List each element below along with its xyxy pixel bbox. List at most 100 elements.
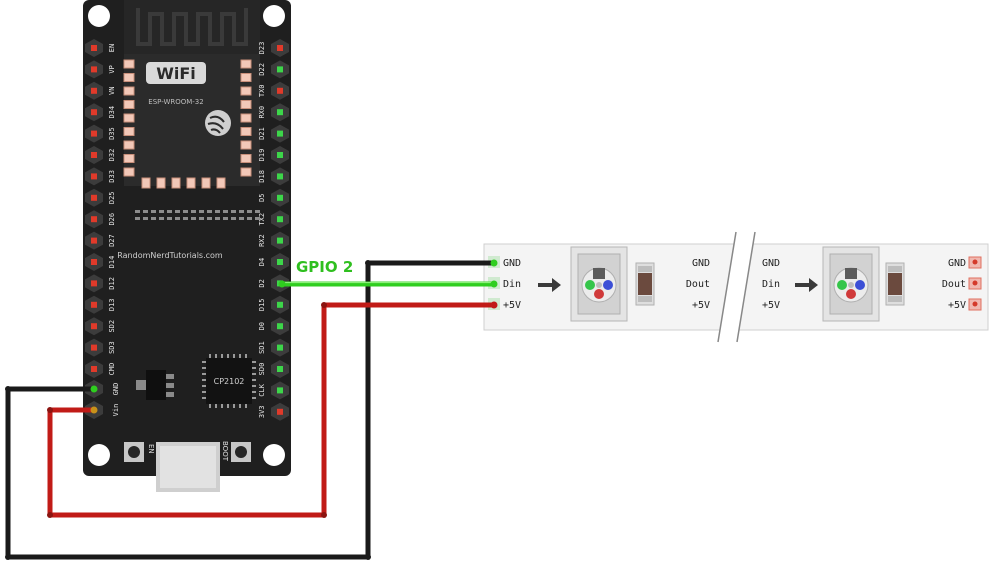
led-chip <box>570 246 628 322</box>
wifi-logo <box>146 62 206 84</box>
right-header-pin[interactable] <box>271 360 289 378</box>
seg1-in-5v-label: +5V <box>503 300 521 311</box>
right-pin-label: TX0 <box>258 84 266 97</box>
right-pin-label: D5 <box>258 194 266 202</box>
right-pin-labels: D23D22TX0RX0D21D19D18D5TX2RX2D4D2D15D0SD… <box>258 42 266 418</box>
left-header-pin[interactable] <box>85 81 103 100</box>
boot-button-label: BOOT <box>221 441 229 462</box>
module-label: ESP-WROOM-32 <box>148 98 203 106</box>
right-header-pin[interactable] <box>271 103 289 122</box>
right-pin-label: SD1 <box>258 341 266 354</box>
right-header-pin[interactable] <box>271 381 289 400</box>
left-pin-labels: ENVPVND34D35D32D33D25D26D27D14D12D13SD2S… <box>108 44 116 376</box>
smd-component <box>885 262 905 306</box>
left-header-pin[interactable] <box>85 295 103 314</box>
seg2-out-dout-label: Dout <box>942 279 966 290</box>
en-button-label: EN <box>147 444 155 454</box>
right-header-pin[interactable] <box>271 124 289 143</box>
left-pin-label: D25 <box>108 191 116 204</box>
left-pin-label: VP <box>108 65 116 73</box>
right-pin-label: SD0 <box>258 363 266 376</box>
left-pin-label: D13 <box>108 298 116 311</box>
power-pin-label: GND <box>112 383 120 396</box>
left-pin-label: D34 <box>108 106 116 119</box>
left-pin-label: D12 <box>108 277 116 290</box>
seg1-out-gnd-label: GND <box>692 258 710 269</box>
seg1-out-dout-label: Dout <box>686 279 710 290</box>
right-header-pin[interactable] <box>271 338 289 357</box>
left-pin-label: D26 <box>108 213 116 226</box>
right-header-pin[interactable] <box>271 317 289 336</box>
seg1-in-din-label: Din <box>503 279 521 290</box>
left-pin-label: EN <box>108 44 116 52</box>
mounting-hole <box>263 5 285 27</box>
chip-label: CP2102 <box>214 377 245 386</box>
right-header-pin[interactable] <box>271 402 289 421</box>
mounting-hole <box>88 5 110 27</box>
left-pin-label: VN <box>108 87 116 95</box>
seg1-out-5v-label: +5V <box>692 300 710 311</box>
right-pin-label: 3V3 <box>258 405 266 418</box>
voltage-regulator <box>136 370 174 400</box>
wroom-module: WiFi ESP-WROOM-32 <box>124 0 260 186</box>
right-header-pin[interactable] <box>271 231 289 250</box>
right-header-pin[interactable] <box>271 39 289 57</box>
right-pin-label: D22 <box>258 63 266 76</box>
left-pin-label: D33 <box>108 170 116 183</box>
left-header-pin[interactable] <box>85 253 103 271</box>
seg1-in-gnd-label: GND <box>503 258 521 269</box>
right-pin-label: RX2 <box>258 234 266 247</box>
left-header-pin[interactable] <box>85 103 103 122</box>
right-header-pin[interactable] <box>271 295 289 314</box>
power-pin-label: Vin <box>112 404 120 417</box>
left-pin-label: D27 <box>108 234 116 247</box>
left-header-pin[interactable] <box>85 210 103 229</box>
mounting-hole <box>88 444 110 466</box>
right-header-pin[interactable] <box>271 60 289 79</box>
seg2-in-gnd-label: GND <box>762 258 780 269</box>
right-pin-label: D4 <box>258 258 266 266</box>
left-pin-label: SD2 <box>108 320 116 333</box>
left-pin-label: CMD <box>108 363 116 376</box>
left-header-pin[interactable] <box>85 188 103 207</box>
right-header-pin[interactable] <box>271 253 289 271</box>
left-header-pin[interactable] <box>85 167 103 186</box>
power-wire <box>47 302 494 518</box>
left-header-pin[interactable] <box>85 360 103 378</box>
en-button[interactable] <box>124 442 144 462</box>
right-header-pin[interactable] <box>271 210 289 229</box>
left-header-pin[interactable] <box>85 317 103 336</box>
right-pin-label: D23 <box>258 42 266 55</box>
wires <box>5 259 498 560</box>
left-header-pin[interactable] <box>85 39 103 57</box>
smd-component <box>635 262 655 306</box>
cp2102-chip: CP2102 <box>202 354 256 408</box>
right-pin-label: D0 <box>258 322 266 330</box>
left-header-pin[interactable] <box>85 146 103 164</box>
power-pin-labels: GND Vin <box>112 383 120 417</box>
right-header-pin[interactable] <box>271 167 289 186</box>
right-header-pin[interactable] <box>271 188 289 207</box>
direction-arrow-icon <box>538 278 561 292</box>
left-pin-label: D32 <box>108 149 116 162</box>
led-chip <box>822 246 880 322</box>
strip-cut-gap <box>718 232 755 342</box>
boot-button[interactable] <box>231 442 251 462</box>
credit-text: RandomNerdTutorials.com <box>117 251 223 260</box>
right-pin-label: D15 <box>258 298 266 311</box>
gpio-wire-label: GPIO 2 <box>296 258 353 276</box>
left-header-pin[interactable] <box>85 124 103 143</box>
right-header-pin[interactable] <box>271 81 289 100</box>
left-header-pin[interactable] <box>85 274 103 293</box>
strip-segment-1: GND Din +5V GND <box>488 246 710 322</box>
seg2-in-5v-label: +5V <box>762 300 780 311</box>
left-header-pin[interactable] <box>85 338 103 357</box>
left-pin-label: SD3 <box>108 341 116 354</box>
smd-dash-row <box>135 210 260 220</box>
left-header-pin[interactable] <box>85 231 103 250</box>
left-header-pin[interactable] <box>85 60 103 79</box>
right-header-pin[interactable] <box>271 146 289 164</box>
right-pin-label: D2 <box>258 279 266 287</box>
led-strip: GND Din +5V GND <box>483 231 989 343</box>
